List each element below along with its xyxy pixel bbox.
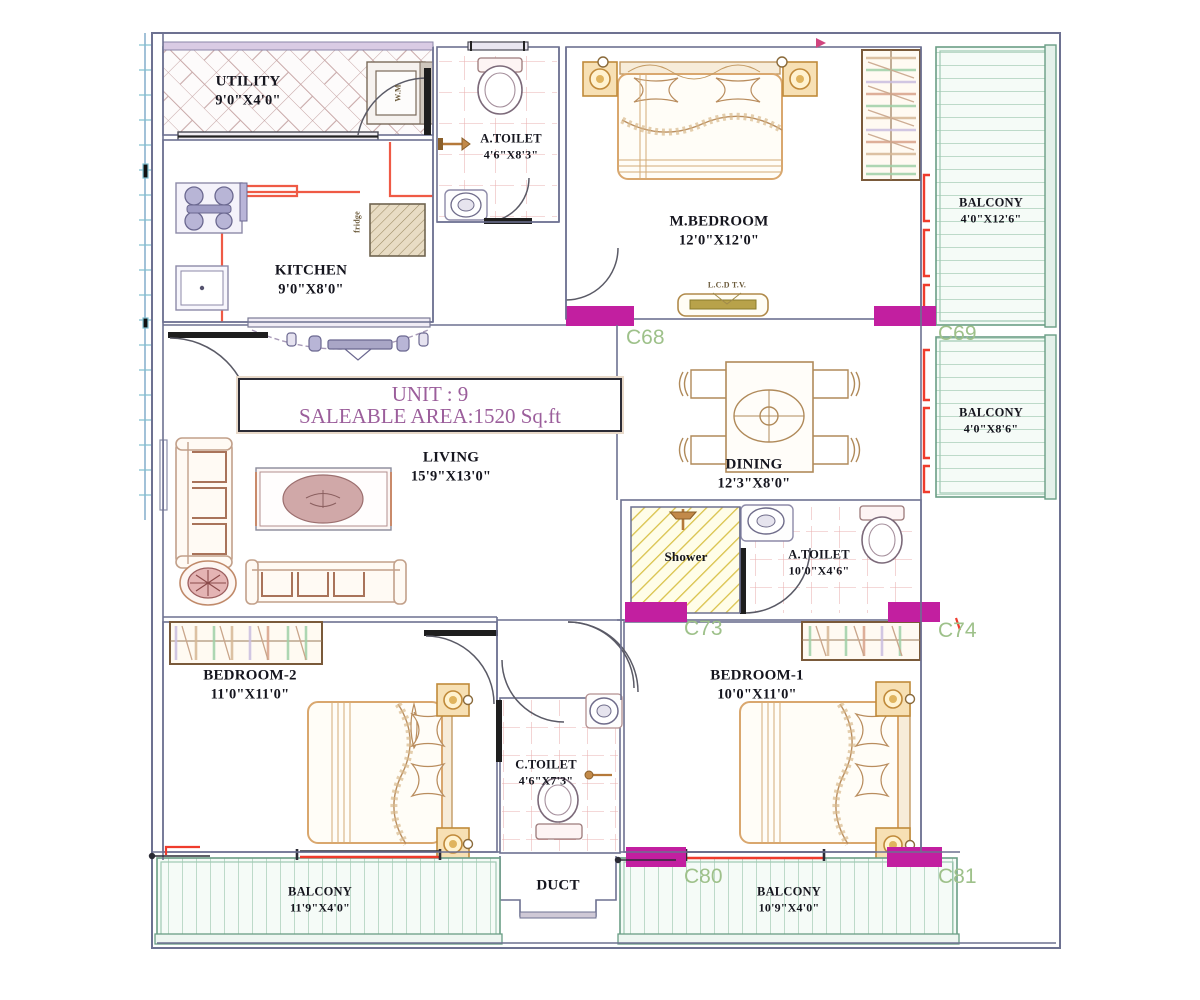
room-dining xyxy=(621,330,921,495)
room-kitchen xyxy=(162,139,434,323)
balcony-bottom-left xyxy=(154,857,503,945)
balcony-right-lower xyxy=(935,334,1057,500)
balcony-door-jambs xyxy=(922,173,930,494)
room-c-toilet xyxy=(496,659,623,854)
room-shower-and-toilet xyxy=(620,499,922,621)
red-jambs xyxy=(164,617,962,855)
column-marker: C74 xyxy=(938,619,977,642)
exterior-tail xyxy=(151,852,1056,948)
unit-info-box: UNIT : 9 SALEABLE AREA:1520 Sq.ft xyxy=(238,378,622,432)
room-bedroom-1 xyxy=(567,621,922,863)
saleable-area-label: SALEABLE AREA:1520 Sq.ft xyxy=(299,404,561,428)
room-utility xyxy=(162,41,434,142)
column-marker: C68 xyxy=(626,326,665,349)
column-marker: C81 xyxy=(938,865,977,888)
column-marker: C73 xyxy=(684,617,723,640)
unit-number-label: UNIT : 9 xyxy=(391,381,469,406)
duct-shaft xyxy=(499,856,617,919)
balcony-bottom-right xyxy=(617,857,960,945)
dimension-ticks-left xyxy=(139,44,151,496)
balcony-right-upper xyxy=(935,44,1057,328)
room-master-bedroom xyxy=(565,38,922,320)
interior-wall-segments xyxy=(152,33,960,860)
room-a-toilet-top xyxy=(436,41,560,224)
outer-walls xyxy=(144,32,1061,949)
column-marker: C80 xyxy=(684,865,723,888)
room-living xyxy=(159,317,617,620)
room-bedroom-2 xyxy=(162,621,498,861)
dim-pointers xyxy=(148,852,676,864)
column-marker: C69 xyxy=(938,322,977,345)
